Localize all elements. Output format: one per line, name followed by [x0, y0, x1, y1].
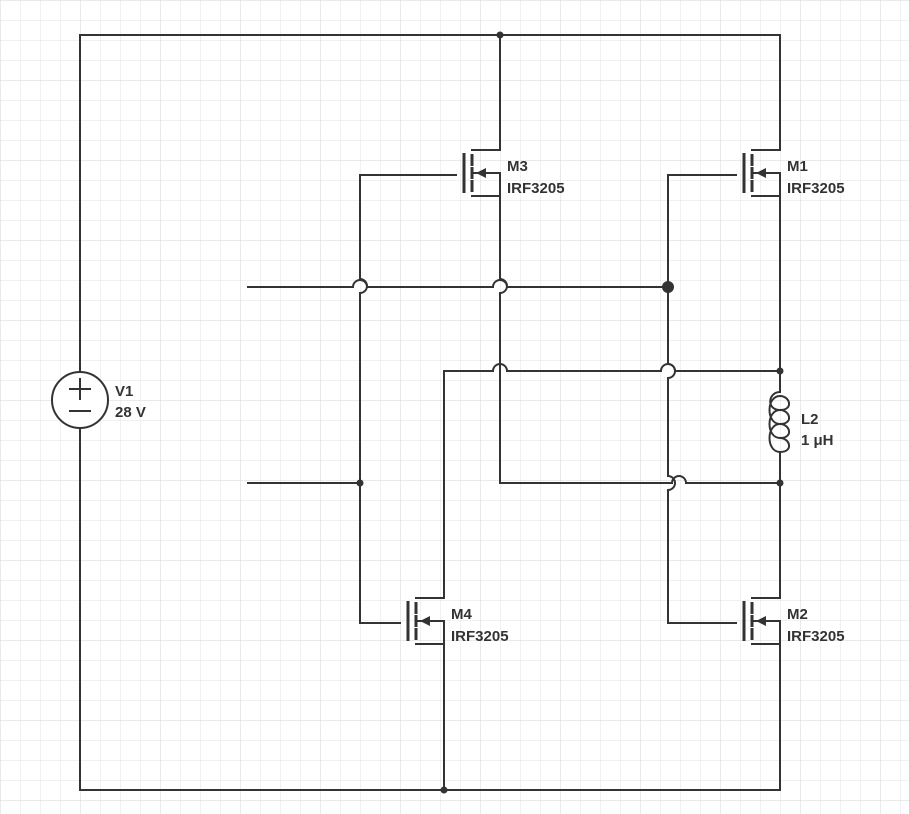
v1-value-label: 28 V — [115, 404, 146, 421]
m4-mosfet: M4 IRF3205 — [406, 597, 509, 645]
l2-inductor: L2 1 μH — [768, 384, 834, 466]
junction-gate-m3-m4 — [356, 479, 364, 487]
m2-mosfet: M2 IRF3205 — [742, 597, 845, 645]
junction-l2-bottom — [776, 479, 784, 487]
v1-voltage-source: V1 28 V — [51, 371, 146, 429]
junction-l2-top — [776, 367, 784, 375]
junction-bottom — [440, 786, 448, 794]
junction-dots — [356, 31, 784, 794]
m2-name-label: M2 — [787, 606, 808, 623]
v1-name-label: V1 — [115, 383, 133, 400]
m3-mosfet: M3 IRF3205 — [462, 149, 565, 197]
junction-top — [496, 31, 504, 39]
m2-part-label: IRF3205 — [787, 628, 845, 645]
m4-part-label: IRF3205 — [451, 628, 509, 645]
wires — [79, 34, 781, 791]
m3-part-label: IRF3205 — [507, 180, 565, 197]
m4-name-label: M4 — [451, 606, 472, 623]
m3-name-label: M3 — [507, 158, 528, 175]
l2-name-label: L2 — [801, 411, 819, 428]
m1-name-label: M1 — [787, 158, 808, 175]
m1-part-label: IRF3205 — [787, 180, 845, 197]
junction-gate-m1-m2 — [662, 281, 674, 293]
l2-value-label: 1 μH — [801, 432, 834, 449]
m1-mosfet: M1 IRF3205 — [742, 149, 845, 197]
